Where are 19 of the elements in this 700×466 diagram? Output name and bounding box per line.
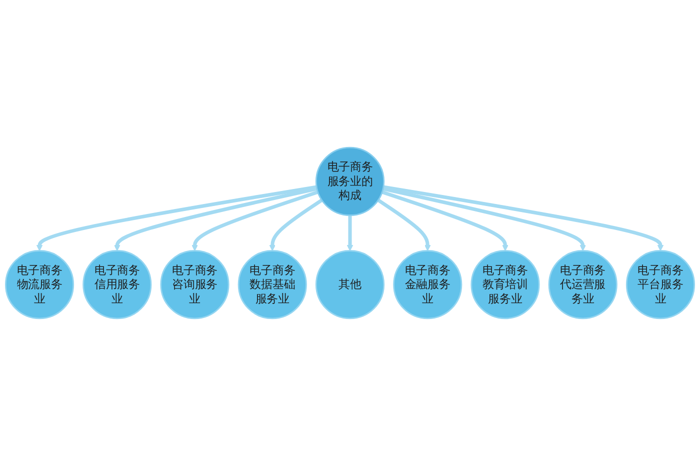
- circle-node: 电子商务金融服务业: [393, 250, 462, 320]
- arrow: [377, 198, 431, 252]
- arrow: [114, 186, 318, 252]
- circle-node: 电子商务平台服务业: [626, 250, 696, 320]
- arrow: [382, 186, 586, 252]
- circle-node: 电子商务服务业的构成: [315, 146, 385, 216]
- arrow: [36, 185, 317, 252]
- circle-node: 电子商务代运营服务业: [548, 250, 618, 320]
- circle-node: 电子商务物流服务业: [4, 250, 74, 320]
- arrow: [383, 185, 664, 252]
- circle-node: 其他: [315, 250, 385, 320]
- circle-node: 电子商务教育培训服务业: [470, 250, 540, 320]
- circle-node: 电子商务信用服务业: [82, 250, 152, 320]
- circle-node: 电子商务咨询服务业: [160, 250, 230, 320]
- arrow: [382, 190, 508, 252]
- circle-node: 电子商务数据基础服务业: [238, 250, 307, 320]
- arrow: [192, 190, 318, 252]
- arrow: [346, 215, 354, 252]
- arrow: [269, 198, 323, 252]
